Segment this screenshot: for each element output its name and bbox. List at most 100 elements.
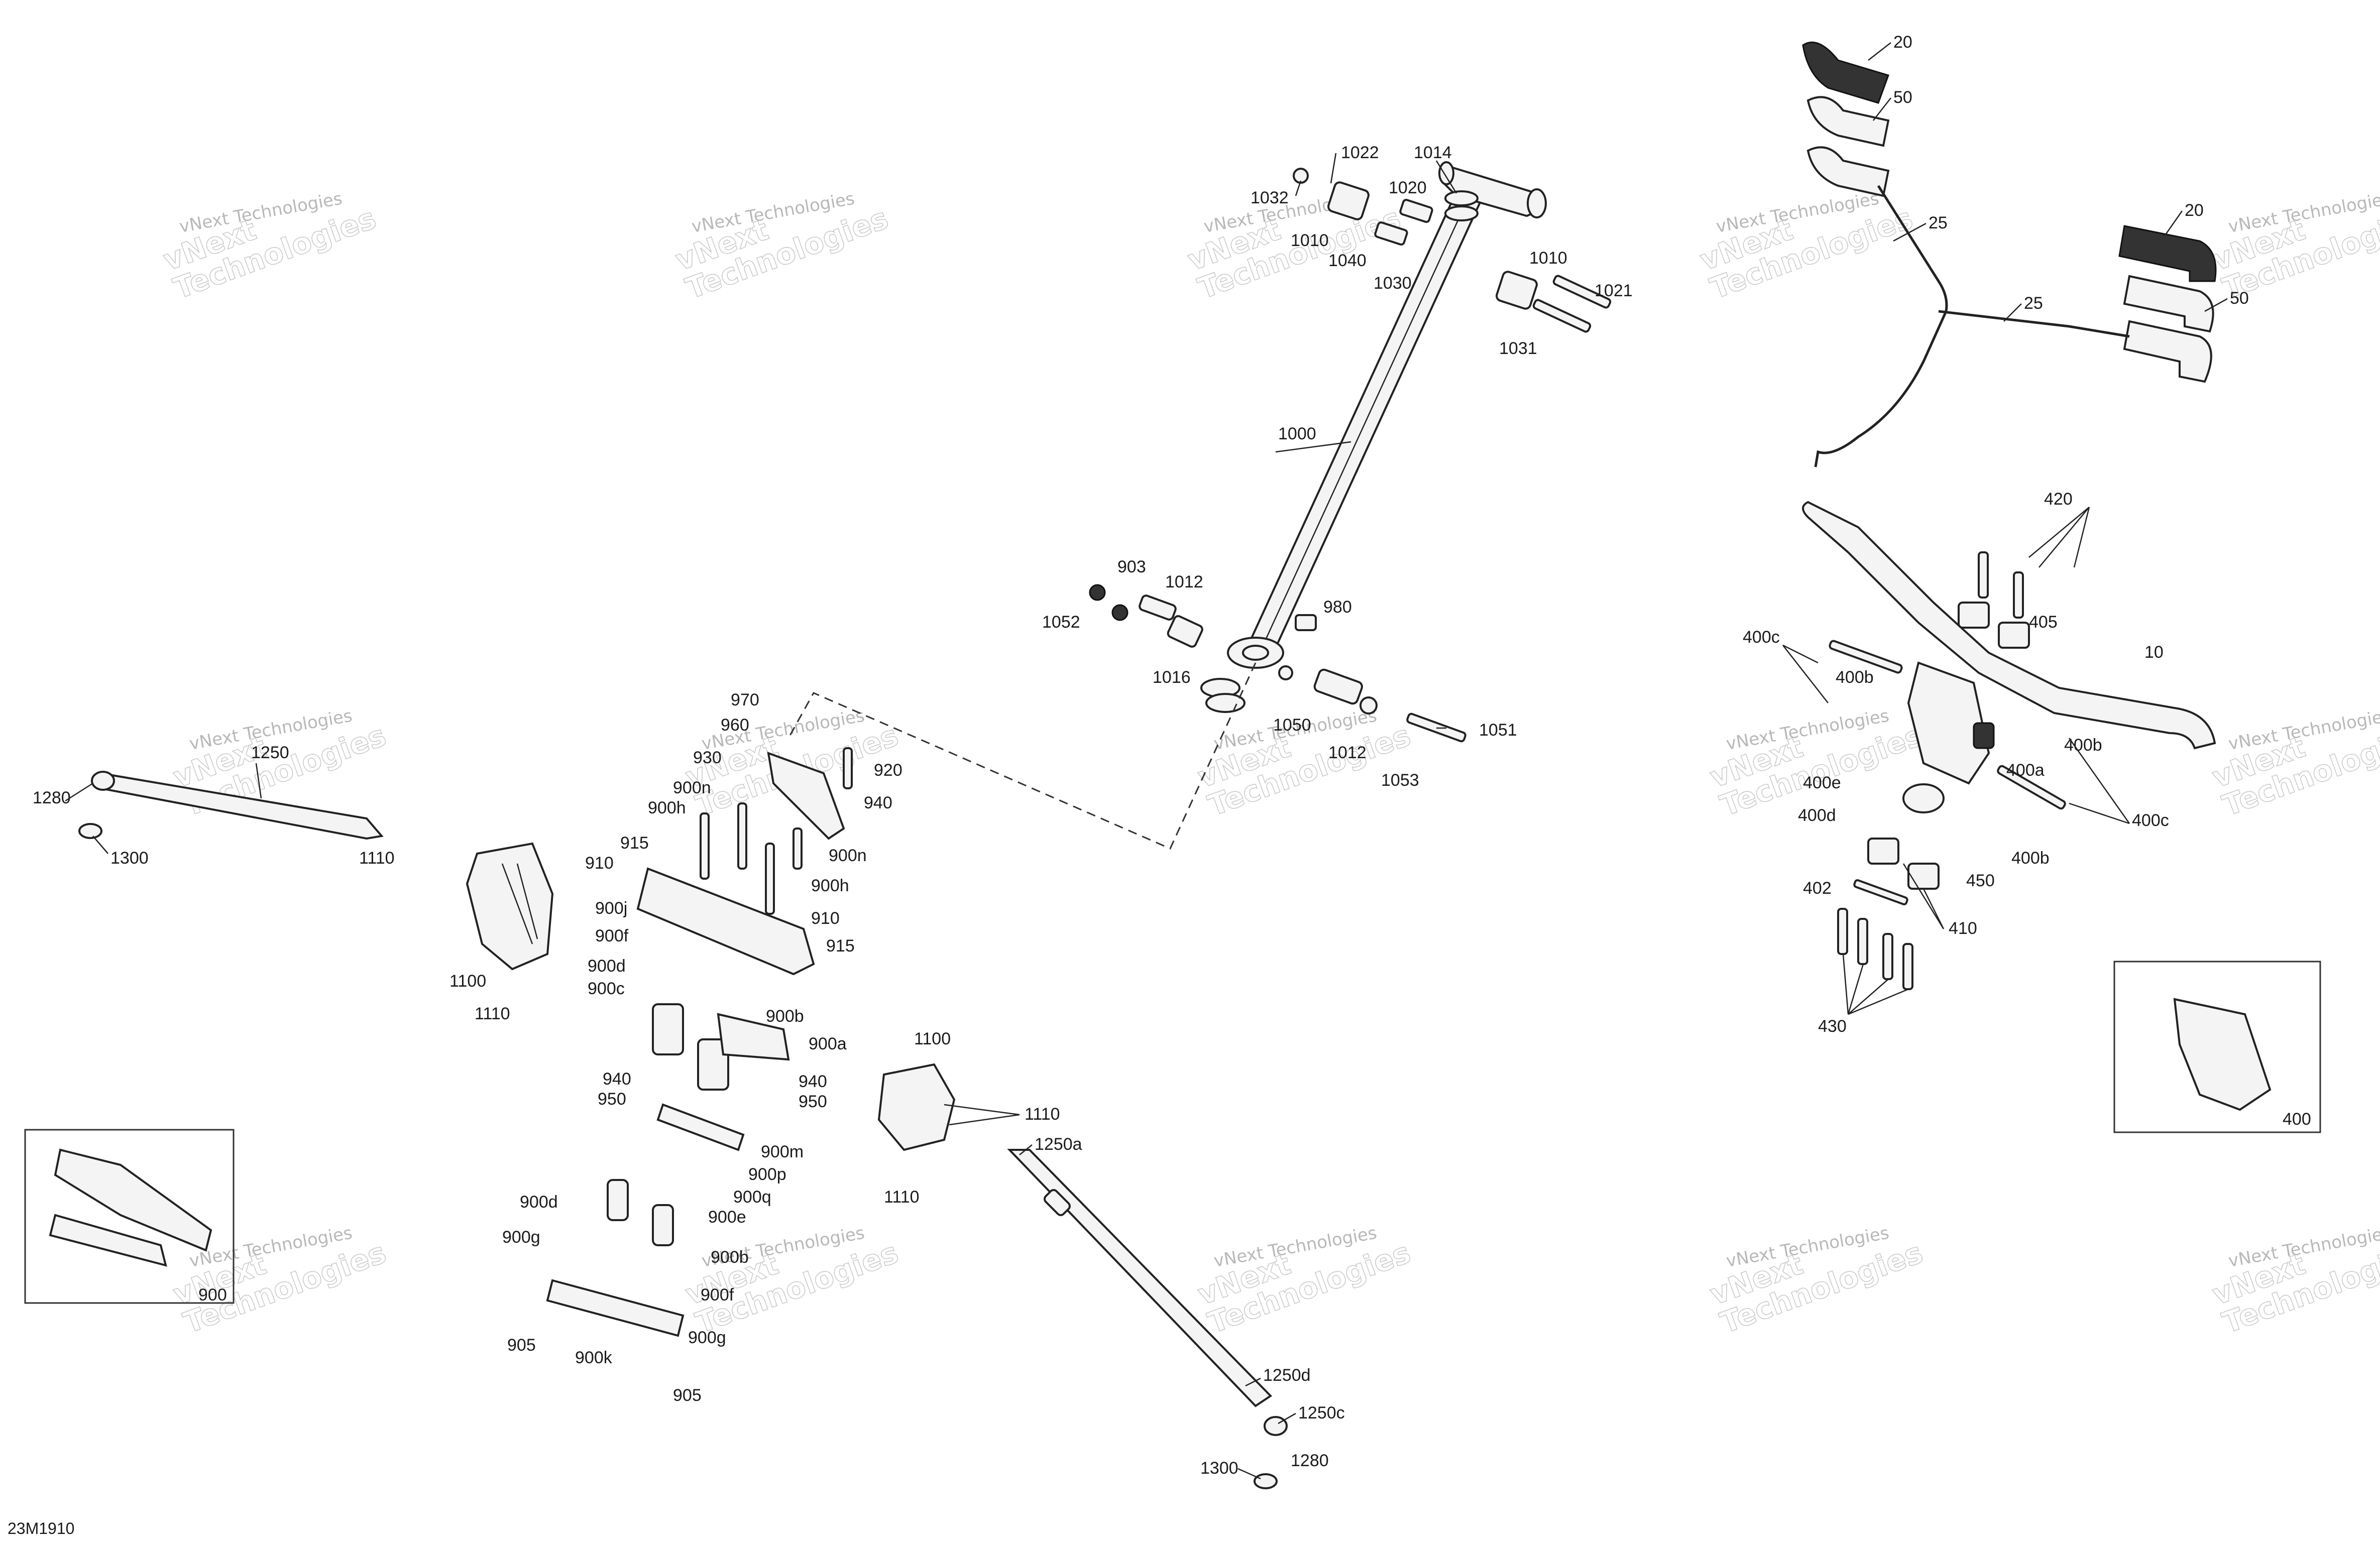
left-tie-rod-group — [78, 771, 554, 971]
callout-900b-b: 900b — [711, 1248, 749, 1267]
callout-1280a: 1280 — [33, 788, 71, 807]
watermark: vNext Technologies vNext Technologies — [681, 1223, 903, 1340]
callout-900k: 900k — [575, 1348, 613, 1367]
callout-1014: 1014 — [1414, 143, 1452, 162]
watermark: vNext Technologies vNext Technologies — [158, 188, 381, 306]
bolt-430-b — [1857, 918, 1868, 965]
bushing-980 — [1295, 614, 1317, 631]
callout-400c-a: 400c — [1743, 628, 1780, 647]
tie-rod-end-1280-left — [91, 771, 115, 791]
bushing-1014-a — [1444, 190, 1479, 206]
callout-910b: 910 — [811, 909, 840, 928]
callout-900h-a: 900h — [648, 798, 686, 817]
callout-1250d: 1250d — [1263, 1366, 1311, 1385]
plate-900k — [546, 1279, 685, 1337]
center-linkage-group — [24, 747, 853, 1337]
bolt-900h-a — [700, 812, 710, 880]
callout-1012a: 1012 — [1165, 572, 1203, 591]
grip-sleeve-50-left — [1806, 96, 1890, 147]
callout-1000: 1000 — [1278, 424, 1316, 443]
pad-400a — [1973, 722, 1995, 749]
callout-940b: 940 — [603, 1070, 631, 1089]
bushing-1012-upper — [1167, 615, 1203, 648]
bolt-400c-lower — [1997, 765, 2066, 810]
bolt-430-a — [1837, 908, 1848, 955]
callout-20a: 20 — [1893, 33, 1912, 52]
heater-harness-25-b — [1938, 310, 2130, 338]
callout-1012b: 1012 — [1328, 743, 1367, 762]
pitman-arm-960 — [767, 751, 845, 840]
spacer-900e-b — [652, 1204, 674, 1246]
callout-1250a: 1250a — [1035, 1135, 1082, 1154]
bolt-1021 — [1552, 275, 1612, 309]
callout-400b-b: 400b — [2064, 736, 2102, 755]
bushing-block-1010-right — [1496, 271, 1538, 310]
handlebar-riser-group — [1802, 501, 2321, 1133]
bolt-420-a — [1978, 551, 1989, 599]
callout-900n-b: 900n — [829, 846, 867, 865]
bolt-430-c — [1882, 933, 1893, 980]
callout-25a: 25 — [1929, 213, 1948, 232]
callout-970: 970 — [731, 690, 759, 709]
grip-sleeve-50-right — [2123, 275, 2214, 333]
watermark: vNext Technologies vNext Technologies — [2207, 705, 2380, 823]
callout-400a: 400a — [2006, 761, 2045, 780]
grip-20-right — [2118, 225, 2217, 282]
callout-1100b: 1100 — [914, 1029, 951, 1048]
callout-900h-b: 900h — [811, 876, 849, 895]
callout-1051: 1051 — [1479, 721, 1517, 740]
bushing-block-1010-left — [1327, 181, 1370, 220]
callout-400box: 400 — [2283, 1110, 2311, 1129]
bolt-430-d — [1902, 943, 1913, 990]
bracket-900a — [717, 1013, 790, 1061]
bolt-900h-b — [765, 843, 775, 915]
callout-450: 450 — [1966, 871, 1995, 890]
column-bottom-bore — [1242, 645, 1269, 661]
callout-930: 930 — [693, 748, 722, 767]
bushing-900c — [652, 1003, 684, 1055]
callout-1050: 1050 — [1273, 716, 1311, 735]
link-900m — [656, 1103, 745, 1151]
grip-20-left — [1802, 41, 1889, 104]
callout-940c: 940 — [799, 1072, 827, 1091]
callout-1110a: 1110 — [359, 849, 395, 868]
callout-1010a: 1010 — [1291, 231, 1329, 250]
column-top-bushing — [1527, 188, 1547, 218]
bushing-900b — [697, 1038, 729, 1091]
cover-ribs — [501, 863, 538, 944]
tie-rod-1250a — [1007, 1149, 1273, 1407]
watermark: vNext Technologies vNext Technologies — [2207, 1223, 2380, 1340]
washer-450 — [1902, 783, 1945, 813]
callout-910a: 910 — [585, 854, 614, 873]
callout-50a: 50 — [1893, 88, 1912, 107]
riser-block-400 — [1907, 661, 1990, 785]
washer-1050 — [1278, 665, 1293, 680]
watermark: vNext Technologies vNext Technologies — [1705, 705, 1928, 823]
callout-950b: 950 — [799, 1092, 827, 1111]
callout-25b: 25 — [2024, 294, 2043, 313]
grip-heater-right — [2123, 320, 2212, 383]
callout-1300a: 1300 — [110, 849, 149, 868]
steering-column-group — [787, 161, 1612, 850]
spacer-1020 — [1399, 199, 1433, 223]
callout-1250: 1250 — [251, 743, 289, 762]
callout-900box: 900 — [198, 1285, 227, 1304]
nut-1052-b — [1111, 604, 1128, 621]
callout-1110c: 1110 — [1025, 1105, 1060, 1124]
callout-980: 980 — [1323, 598, 1352, 617]
callout-915a: 915 — [620, 834, 649, 853]
callout-10: 10 — [2144, 643, 2164, 662]
arm-903 — [1139, 595, 1177, 621]
leader-lines — [65, 42, 2228, 1480]
tie-rod-end-1280-right — [1264, 1416, 1288, 1436]
bushing-1014-b — [1444, 205, 1479, 221]
watermark: vNext Technologies vNext Technologies — [1193, 1223, 1415, 1340]
nut-1300-right — [1254, 1473, 1278, 1489]
callout-1030: 1030 — [1374, 274, 1412, 293]
watermark: vNext Technologies vNext Technologies — [1695, 188, 1917, 306]
clamp-405-b — [1998, 622, 2030, 649]
callout-900b-a: 900b — [766, 1007, 804, 1026]
spacer-1030 — [1374, 221, 1408, 246]
callout-405: 405 — [2029, 613, 2058, 632]
callout-1110b: 1110 — [475, 1004, 510, 1023]
